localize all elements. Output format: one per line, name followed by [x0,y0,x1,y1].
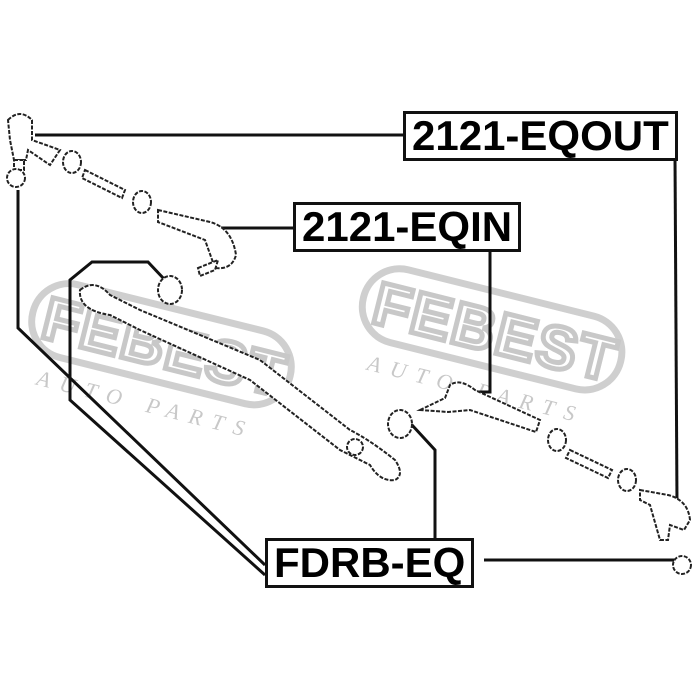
part-label-inner-tie-rod: 2121-EQIN [293,202,522,252]
tie-rod-right [416,381,692,575]
part-label-outer-tie-rod: 2121-EQOUT [403,111,678,161]
outer-tie-rod-end-left [6,113,238,278]
leader-lines [16,133,682,577]
part-label-bushing: FDRB-EQ [265,538,475,588]
center-link [78,275,413,482]
